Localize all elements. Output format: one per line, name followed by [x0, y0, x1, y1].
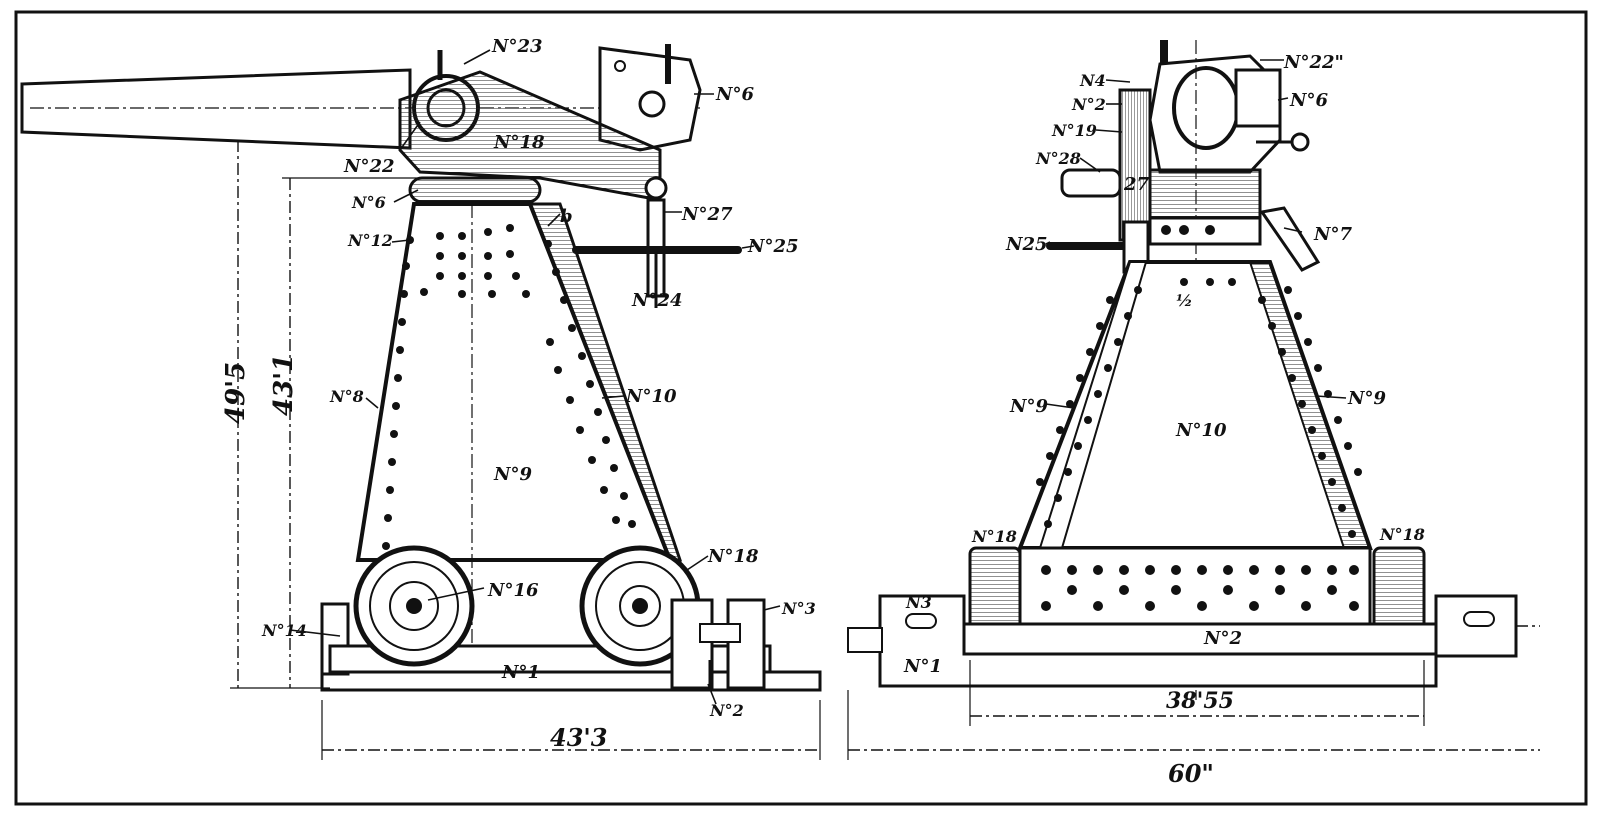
label-front-n3: N3 [905, 593, 932, 612]
gun-barrel [20, 68, 412, 150]
label-n18-bracket: N°18 [493, 132, 545, 153]
label-front-n27: 27 [1123, 174, 1150, 195]
label-n16: N°16 [487, 580, 539, 601]
label-n14: N°14 [261, 621, 307, 640]
label-front-n6: N°6 [1289, 90, 1328, 111]
label-n6-ring: N°6 [351, 193, 386, 212]
label-front-n2-top: N°2 [1071, 95, 1106, 114]
label-front-n2-base: N°2 [1203, 628, 1242, 649]
label-n27: N°27 [681, 204, 733, 225]
label-front-n18-right: N°18 [1379, 525, 1425, 544]
label-n18-wheel: N°18 [707, 546, 759, 567]
label-b: b [560, 206, 573, 227]
dim-pedestal-height: 43'1 [269, 354, 299, 416]
label-front-n4: N4 [1079, 71, 1106, 90]
dim-base-width: 60" [1168, 759, 1214, 788]
front-view: N°22" N4 N°2 N°6 N°19 N°28 27 N°7 N25 ½ … [847, 40, 1540, 788]
label-front-n22: N°22" [1283, 52, 1344, 73]
side-view: N°23 N°6 N°22 N°18 N°6 N°12 b N°27 N°25 … [20, 36, 822, 760]
elevating-gear [1118, 88, 1152, 242]
label-n12: N°12 [347, 231, 393, 250]
label-n25: N°25 [747, 236, 799, 257]
wheel-right [579, 545, 701, 667]
label-front-n25: N25 [1005, 234, 1048, 255]
label-front-n7: N°7 [1313, 224, 1352, 245]
axle-bracket [670, 598, 714, 690]
label-front-n9-left: N°9 [1009, 396, 1048, 417]
rivets-side [382, 224, 646, 554]
label-front-n1: N°1 [903, 656, 942, 677]
label-front-half: ½ [1176, 291, 1193, 310]
rivets-front [1036, 225, 1362, 611]
label-front-n28: N°28 [1035, 149, 1081, 168]
label-n10: N°10 [625, 386, 677, 407]
label-n9: N°9 [493, 464, 532, 485]
label-front-n9-right: N°9 [1347, 388, 1386, 409]
wheel-left [353, 545, 475, 667]
label-front-n18-left: N°18 [971, 527, 1017, 546]
handwheel-front [1046, 242, 1142, 250]
pivot-ring [408, 176, 542, 204]
label-front-n19: N°19 [1051, 121, 1097, 140]
dim-base-length: 43'3 [550, 723, 607, 752]
dim-wheel-span: 38'55 [1166, 688, 1234, 714]
label-n1: N°1 [501, 662, 540, 683]
label-n8: N°8 [329, 387, 364, 406]
dim-overall-height: 49'5 [221, 362, 251, 424]
label-n23: N°23 [491, 36, 543, 57]
cradle-arm [398, 70, 662, 202]
label-n6-top: N°6 [715, 84, 754, 105]
pedestal-body [355, 202, 673, 562]
handwheel [572, 246, 742, 254]
drawing-frame [14, 10, 1588, 806]
label-front-n10: N°10 [1175, 420, 1227, 441]
label-n22: N°22 [343, 156, 395, 177]
label-n3: N°3 [781, 599, 816, 618]
label-n2: N°2 [709, 701, 744, 720]
label-n24: N°24 [631, 290, 683, 311]
